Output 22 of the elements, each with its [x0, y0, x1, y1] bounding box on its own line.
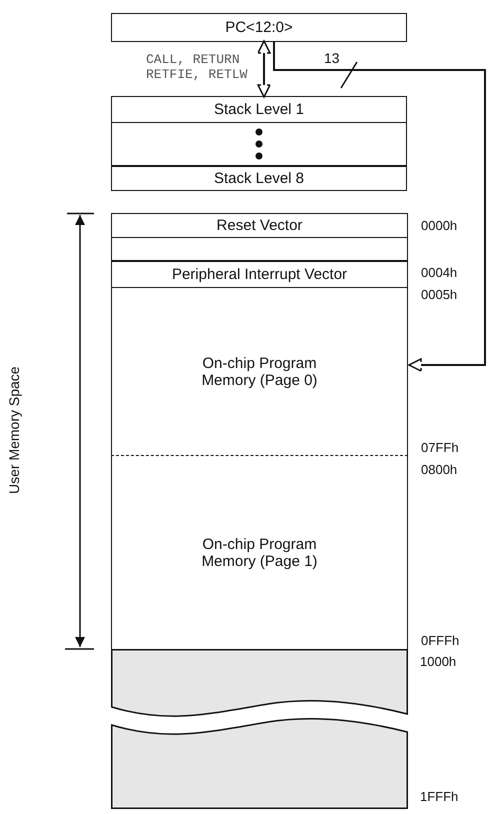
address-label: 0000h	[421, 218, 458, 233]
address-label: 07FFh	[421, 440, 459, 455]
stack-level-box	[111, 165, 407, 191]
address-label: 1FFFh	[420, 789, 458, 804]
block-label: On-chip Program Memory (Page 0)	[200, 354, 318, 388]
stack-level-box	[111, 96, 407, 123]
block-label: Stack Level 1	[214, 101, 304, 118]
block-label: PC<12:0>	[225, 19, 293, 36]
register-box	[111, 13, 407, 42]
block-label: On-chip Program Memory (Page 1)	[200, 536, 318, 570]
stack-ellipsis-box	[111, 122, 407, 166]
address-label: 1000h	[420, 654, 456, 669]
address-label: 0005h	[421, 287, 458, 302]
edge-label: CALL, RETURN RETFIE, RETLW	[146, 52, 258, 82]
address-label: 0800h	[421, 462, 458, 477]
address-label: 0FFFh	[421, 633, 460, 648]
address-label: 0004h	[421, 265, 458, 280]
memory-block	[111, 236, 408, 262]
block-label: Stack Level 8	[214, 170, 304, 186]
block-label: Reset Vector	[216, 217, 302, 234]
block-label: Peripheral Interrupt Vector	[172, 266, 348, 282]
axis-label: User Memory Space	[6, 365, 23, 496]
